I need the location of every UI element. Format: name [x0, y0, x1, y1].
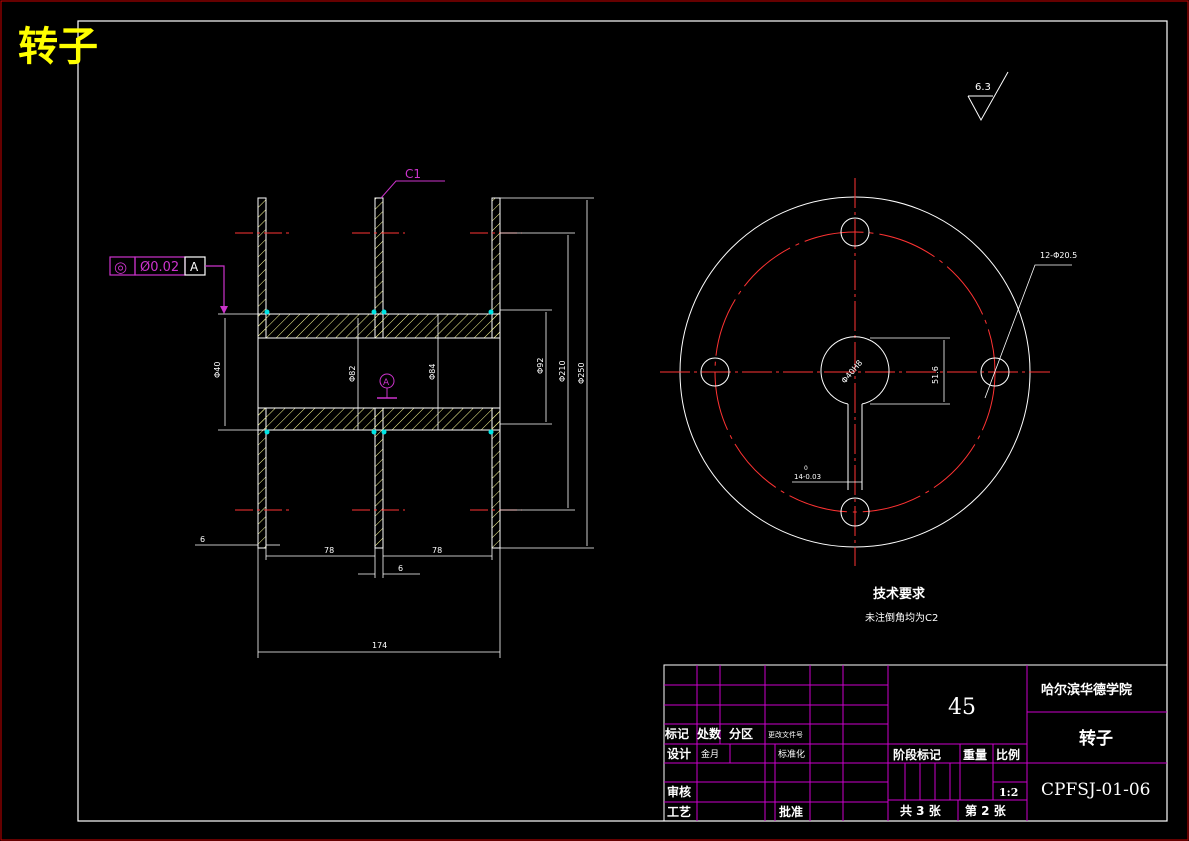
tb-scale-label: 比例 — [996, 747, 1020, 762]
keyway-depth-dim — [870, 337, 950, 405]
dim-phi40: Φ40 — [213, 362, 222, 378]
tb-review-label: 审核 — [667, 784, 691, 799]
tolerance-arrow — [220, 306, 228, 314]
tb-designer: 金月 — [701, 748, 719, 760]
bore — [257, 337, 501, 409]
tb-approve-label: 批准 — [779, 804, 803, 819]
tb-process-label: 工艺 — [667, 804, 691, 819]
chamfer-leader — [380, 180, 445, 199]
dim-total: 174 — [372, 641, 387, 650]
tolerance-symbol: ◎ — [114, 258, 127, 276]
center-bore — [820, 336, 890, 405]
tb-header-doc: 更改文件号 — [768, 730, 803, 739]
tb-scale-value: 1:2 — [999, 786, 1018, 799]
section-dimensions — [195, 197, 594, 658]
corner-title: 转子 — [18, 24, 98, 70]
tb-sheets-total: 共 3 张 — [900, 803, 942, 818]
dim-key-width: 14-0.03 — [794, 473, 821, 481]
dim-phi82: Φ82 — [348, 366, 357, 382]
tb-material: 45 — [948, 695, 976, 720]
tolerance-frame — [109, 256, 225, 312]
tb-header-mark: 标记 — [664, 726, 689, 741]
weld-marks — [264, 309, 494, 435]
tb-sheet-no: 第 2 张 — [965, 803, 1007, 818]
dim-key-depth: 51.6 — [931, 366, 940, 384]
datum-marker-label: A — [383, 378, 390, 388]
hub-upper — [257, 313, 501, 339]
dim-key-width-tol: 0 — [804, 465, 808, 472]
dim-holes: 12-Φ20.5 — [1040, 251, 1077, 260]
tb-weight-label: 重量 — [963, 747, 987, 762]
dim-78-right: 78 — [432, 546, 442, 555]
tb-school: 哈尔滨华德学院 — [1041, 682, 1132, 698]
tb-standard-label: 标准化 — [778, 748, 805, 760]
dim-phi250: Φ250 — [577, 362, 586, 384]
tb-header-zone: 分区 — [729, 726, 753, 741]
section-view: C1 ◎ Ø0.02 A A — [109, 167, 594, 658]
tech-req-title: 技术要求 — [873, 586, 926, 602]
dim-phi210: Φ210 — [558, 360, 567, 382]
plan-view: 12-Φ20.5 Φ40H8 51.6 0 14-0.03 — [660, 178, 1077, 566]
roughness-symbol — [967, 71, 1009, 122]
hub-lower — [257, 407, 501, 431]
drawing-frame — [77, 20, 1168, 822]
tb-design-label: 设计 — [667, 746, 691, 761]
tb-stage-label: 阶段标记 — [893, 747, 941, 762]
tolerance-value: Ø0.02 — [140, 260, 179, 275]
dim-phi92: Φ92 — [536, 358, 545, 374]
dim-78-left: 78 — [324, 546, 334, 555]
tb-drawing-no: CPFSJ-01-06 — [1041, 780, 1150, 800]
tb-header-count: 处数 — [696, 726, 722, 741]
bolt-holes — [700, 217, 1010, 527]
roughness-value: 6.3 — [975, 82, 991, 93]
keyway — [847, 404, 863, 490]
plan-centerlines — [660, 178, 1050, 566]
holes-leader — [984, 264, 1072, 399]
dim-6-left: 6 — [200, 535, 205, 544]
tb-part-name: 转子 — [1079, 728, 1113, 749]
tech-req-text: 未注倒角均为C2 — [865, 611, 938, 624]
dim-phi84: Φ84 — [428, 364, 437, 380]
chamfer-label: C1 — [405, 167, 421, 181]
dim-6-mid: 6 — [398, 564, 403, 573]
tolerance-datum: A — [190, 260, 199, 274]
title-block — [663, 664, 1168, 822]
